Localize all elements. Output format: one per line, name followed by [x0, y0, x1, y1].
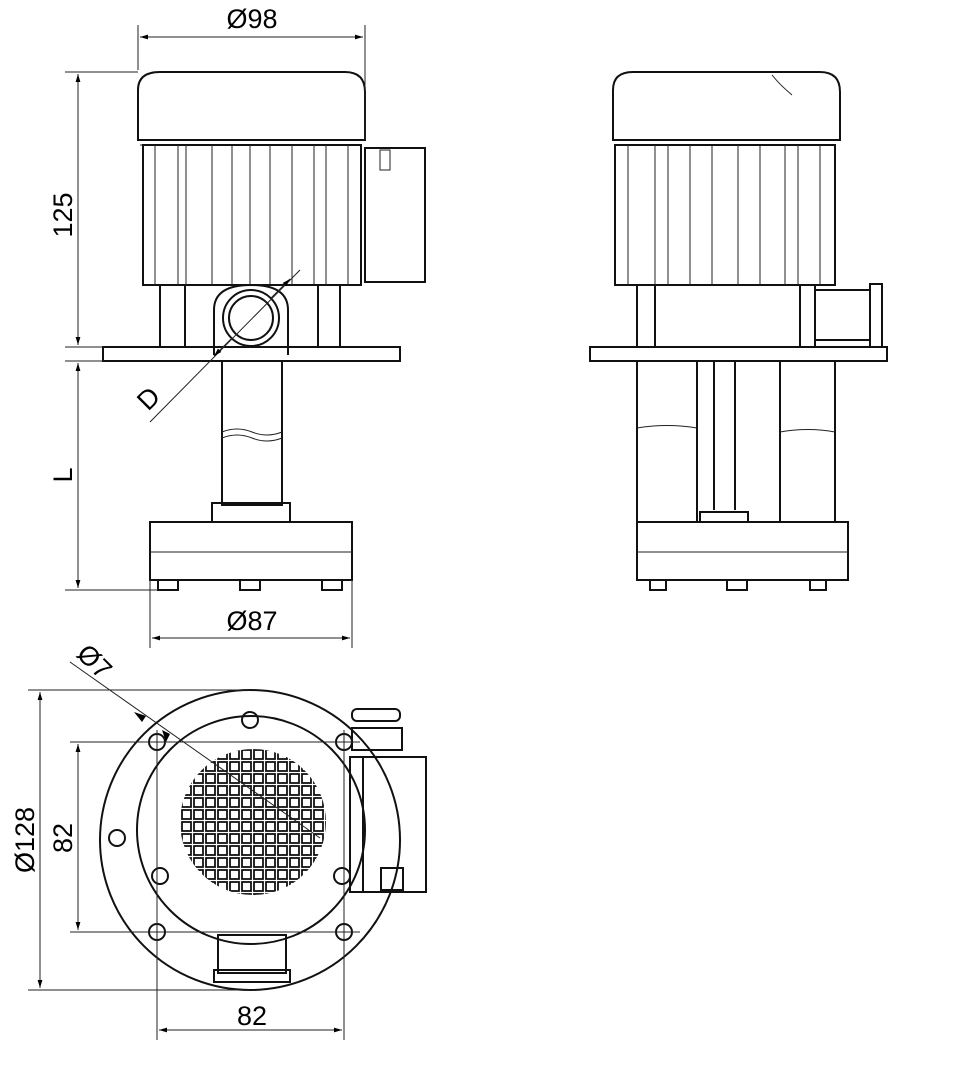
- top-view: [99, 689, 427, 991]
- front-view: [102, 71, 426, 591]
- flange-diameter-label: Ø128: [10, 807, 40, 873]
- side-view: [589, 71, 888, 591]
- foot-diameter-label: Ø87: [226, 606, 277, 636]
- hole-diameter-label: Ø7: [71, 638, 118, 685]
- motor-diameter-label: Ø98: [226, 4, 277, 34]
- length-label: L: [48, 467, 78, 482]
- horizontal-spacing-label: 82: [237, 1001, 267, 1031]
- motor-height-label: 125: [48, 192, 78, 237]
- vertical-spacing-label: 82: [48, 823, 78, 853]
- dimension-lines: [28, 25, 366, 1040]
